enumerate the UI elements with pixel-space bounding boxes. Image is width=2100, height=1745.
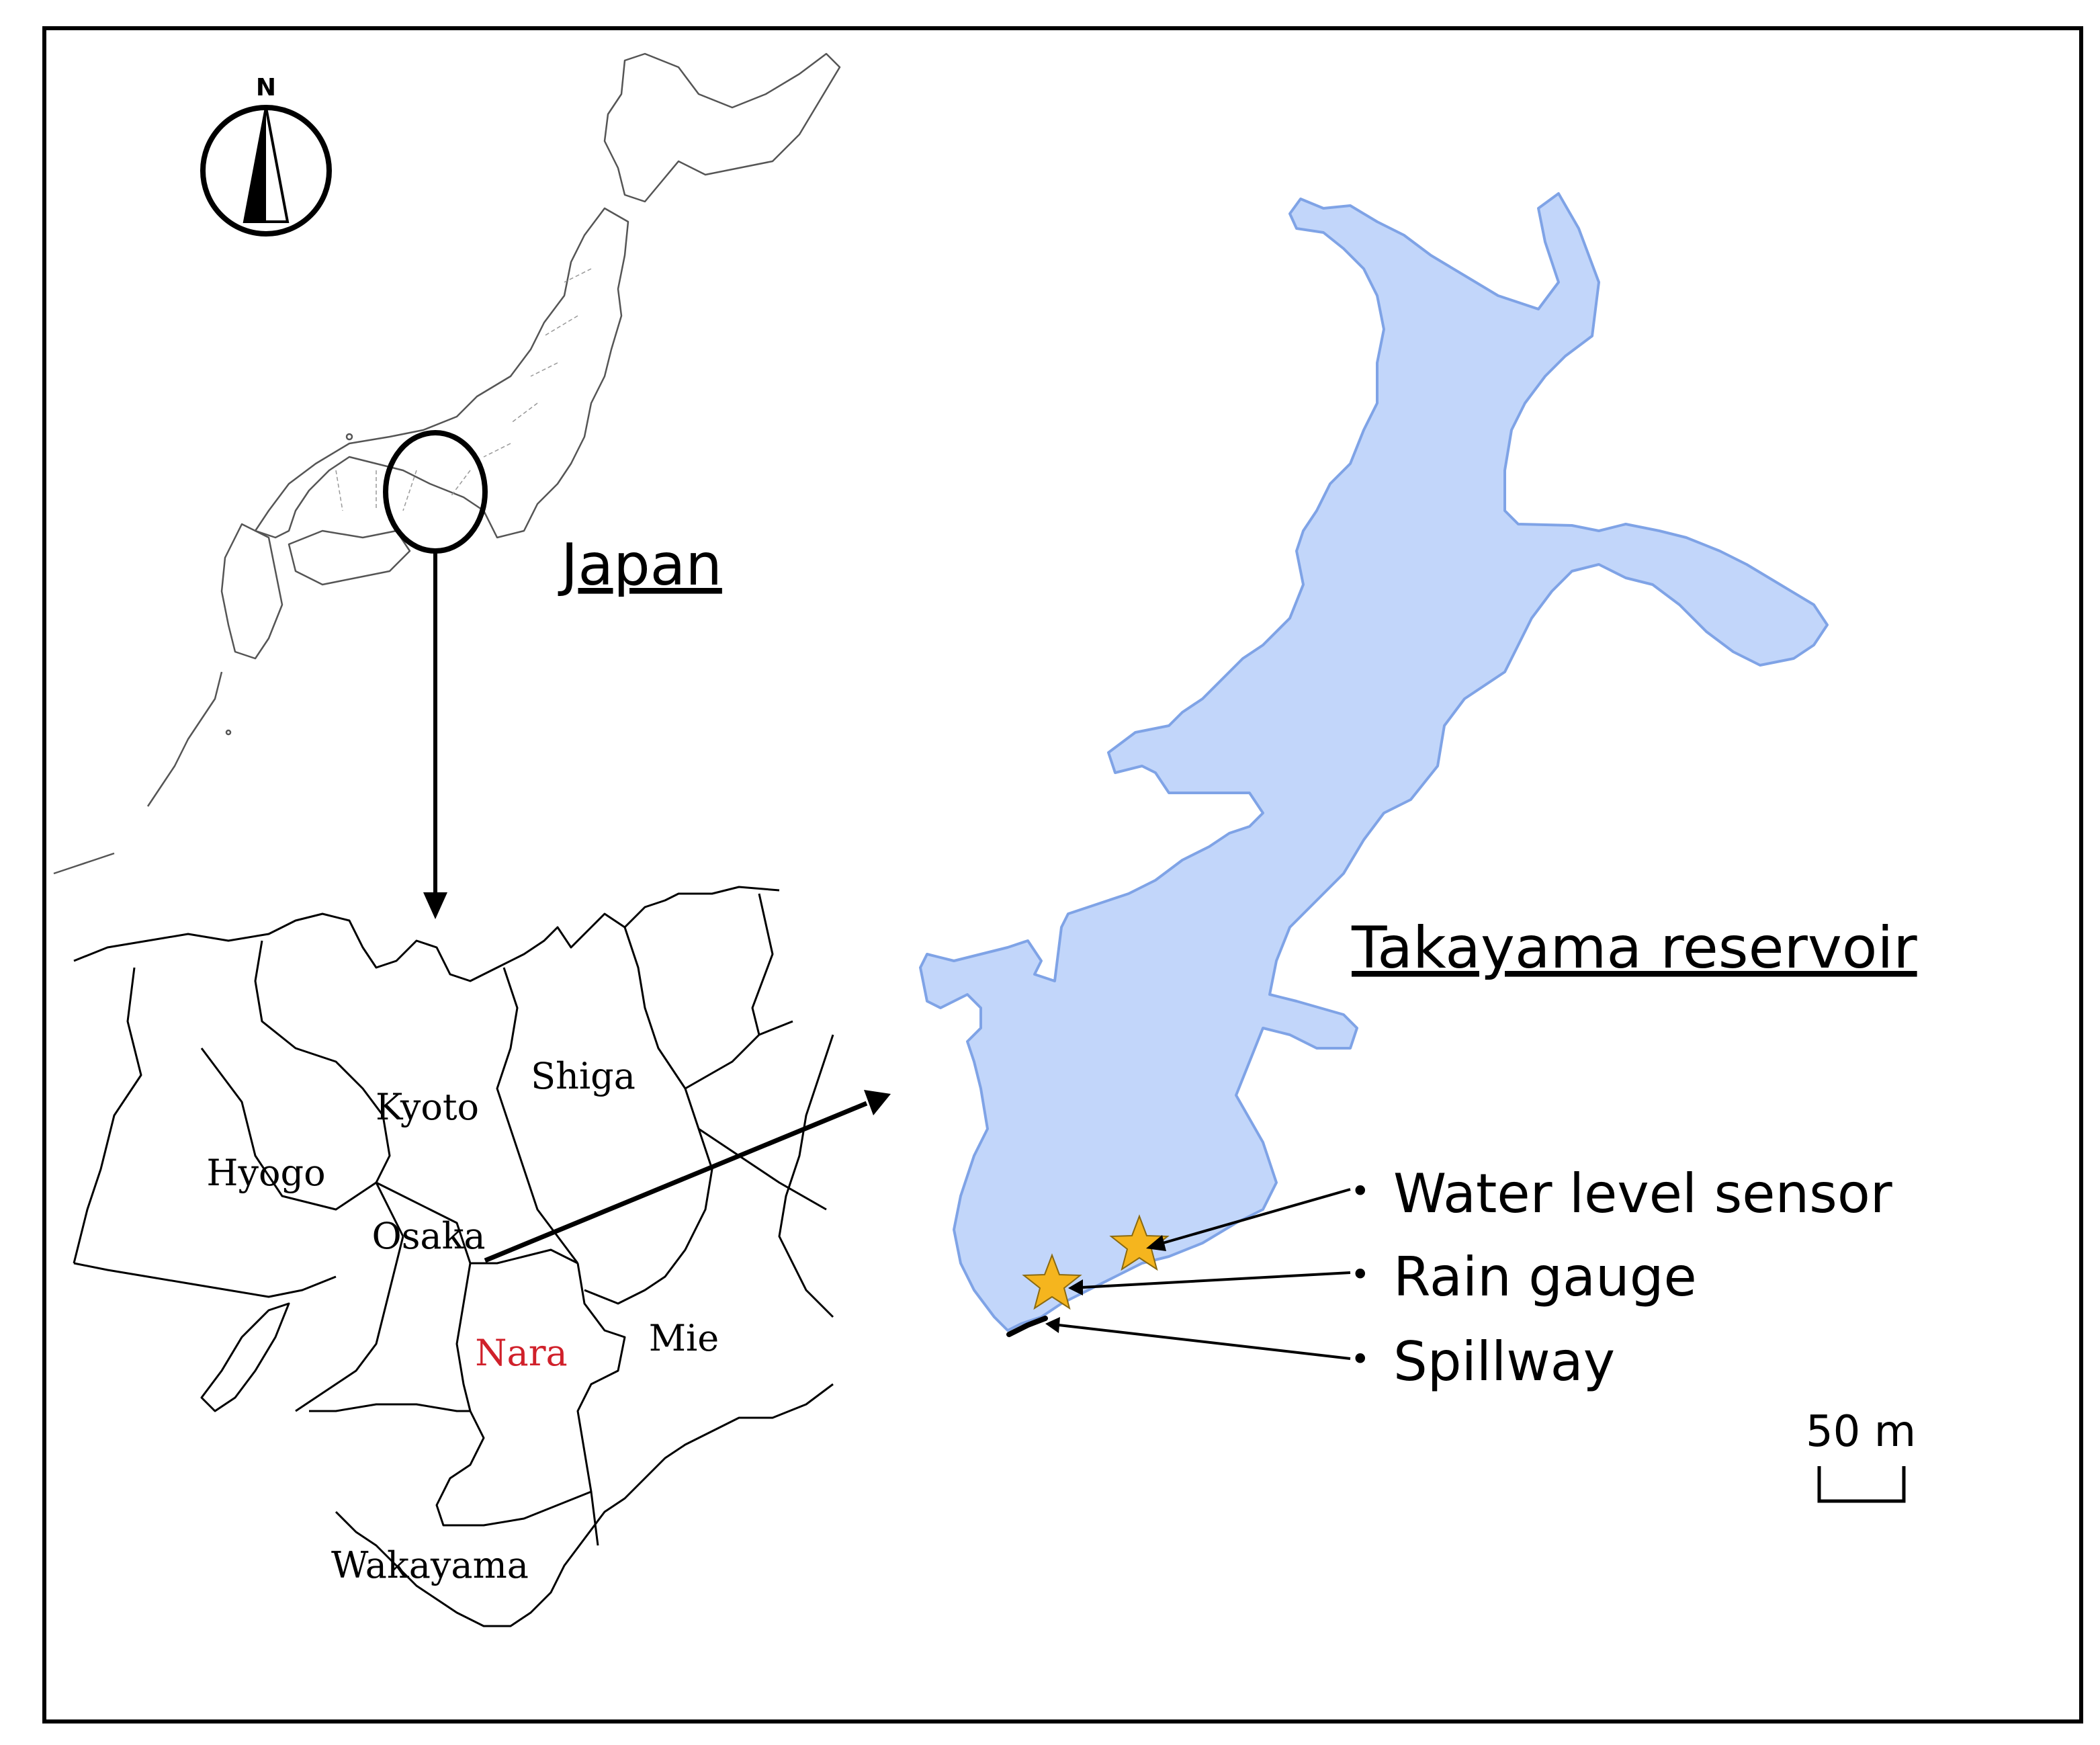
north-arrow-icon: N [200, 74, 332, 237]
scale-bar-label: 50 m [1806, 1407, 1916, 1457]
shikoku-outline [288, 529, 411, 586]
label-shiga: Shiga [531, 1055, 636, 1097]
label-mie: Mie [649, 1317, 719, 1359]
awaji-island [200, 1302, 290, 1412]
legend: • Water level sensor • Rain gauge • Spil… [1350, 1162, 1892, 1393]
figure-frame [42, 26, 2083, 1723]
spillway-line [1006, 1316, 1048, 1337]
label-kyoto: Kyoto [376, 1086, 479, 1128]
legend-bullet-water-level: • [1350, 1172, 1370, 1211]
hyogo-kyoto-border [254, 940, 404, 1237]
legend-label-water-level: Water level sensor [1393, 1162, 1892, 1225]
overview-to-region-arrow [423, 551, 447, 919]
label-wakayama: Wakayama [331, 1544, 529, 1586]
hokkaido-outline [603, 52, 841, 203]
legend-bullet-spillway: • [1350, 1340, 1370, 1379]
osaka-nara-border [455, 1263, 472, 1412]
scale-bar: 50 m [1806, 1407, 1916, 1503]
kyoto-shiga-border [496, 967, 579, 1264]
rain-gauge-star-icon [1022, 1253, 1082, 1310]
kyushu-outline [220, 523, 283, 660]
scale-bar-ruler [1817, 1466, 1906, 1503]
prefecture-borders [335, 268, 592, 511]
sea-of-japan-coast [73, 886, 780, 982]
reservoir-water-body [919, 192, 1829, 1332]
hyogo-osaka-border [376, 1181, 472, 1264]
label-hyogo: Hyogo [206, 1152, 325, 1194]
kyoto-nara-border [470, 1248, 578, 1265]
region-to-reservoir-arrow [484, 1090, 891, 1263]
japan-label: Japan [558, 531, 722, 599]
kansai-highlight-circle [383, 430, 488, 554]
southern-islands [53, 671, 223, 875]
legend-label-spillway: Spillway [1393, 1330, 1615, 1393]
label-nara: Nara [475, 1332, 567, 1374]
honshu-outline [254, 207, 629, 539]
legend-leader-arrows [1045, 1188, 1351, 1360]
osaka-bay-coast [295, 1236, 404, 1412]
shiga-mie-border [584, 927, 713, 1305]
kansai-region-map [73, 886, 834, 1627]
western-shoreline [73, 1262, 337, 1298]
reservoir-label: Takayama reservoir [1351, 914, 1917, 982]
nara-wakayama-border [309, 1403, 599, 1546]
ise-bay-coast [778, 1034, 834, 1318]
legend-bullet-rain-gauge: • [1350, 1255, 1370, 1294]
water-level-sensor-star-icon [1109, 1214, 1170, 1271]
nara-mie-border [576, 1263, 626, 1492]
north-label: N [256, 74, 276, 101]
legend-label-rain-gauge: Rain gauge [1393, 1246, 1697, 1308]
japan-outline [53, 52, 841, 875]
label-osaka: Osaka [371, 1215, 485, 1257]
internal-borders [73, 893, 827, 1264]
pacific-coast [335, 1383, 834, 1627]
prefecture-labels: Shiga Kyoto Hyogo Osaka Nara Mie Wakayam… [206, 1055, 719, 1586]
